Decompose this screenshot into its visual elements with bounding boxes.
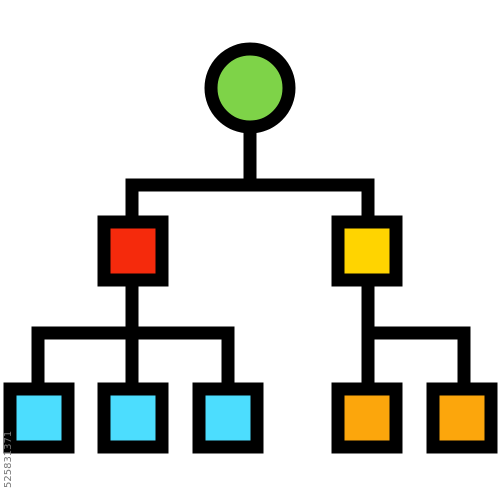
root-to-level2-connector [125, 123, 375, 235]
level3-node-icon-2 [97, 382, 169, 454]
left-branch-connector [31, 276, 235, 397]
right-branch-connector [361, 276, 471, 397]
stock-id-label: 525831371 [3, 430, 14, 488]
level3-node-icon-4 [331, 382, 403, 454]
level3-node-icon-5 [426, 382, 498, 454]
connector-lines [31, 123, 471, 397]
level3-node-icon-3 [192, 382, 264, 454]
root-node-icon [204, 42, 296, 134]
level2-right-node-icon [331, 215, 403, 287]
level2-left-node-icon [97, 215, 169, 287]
level3-node-icon-1 [3, 382, 75, 454]
